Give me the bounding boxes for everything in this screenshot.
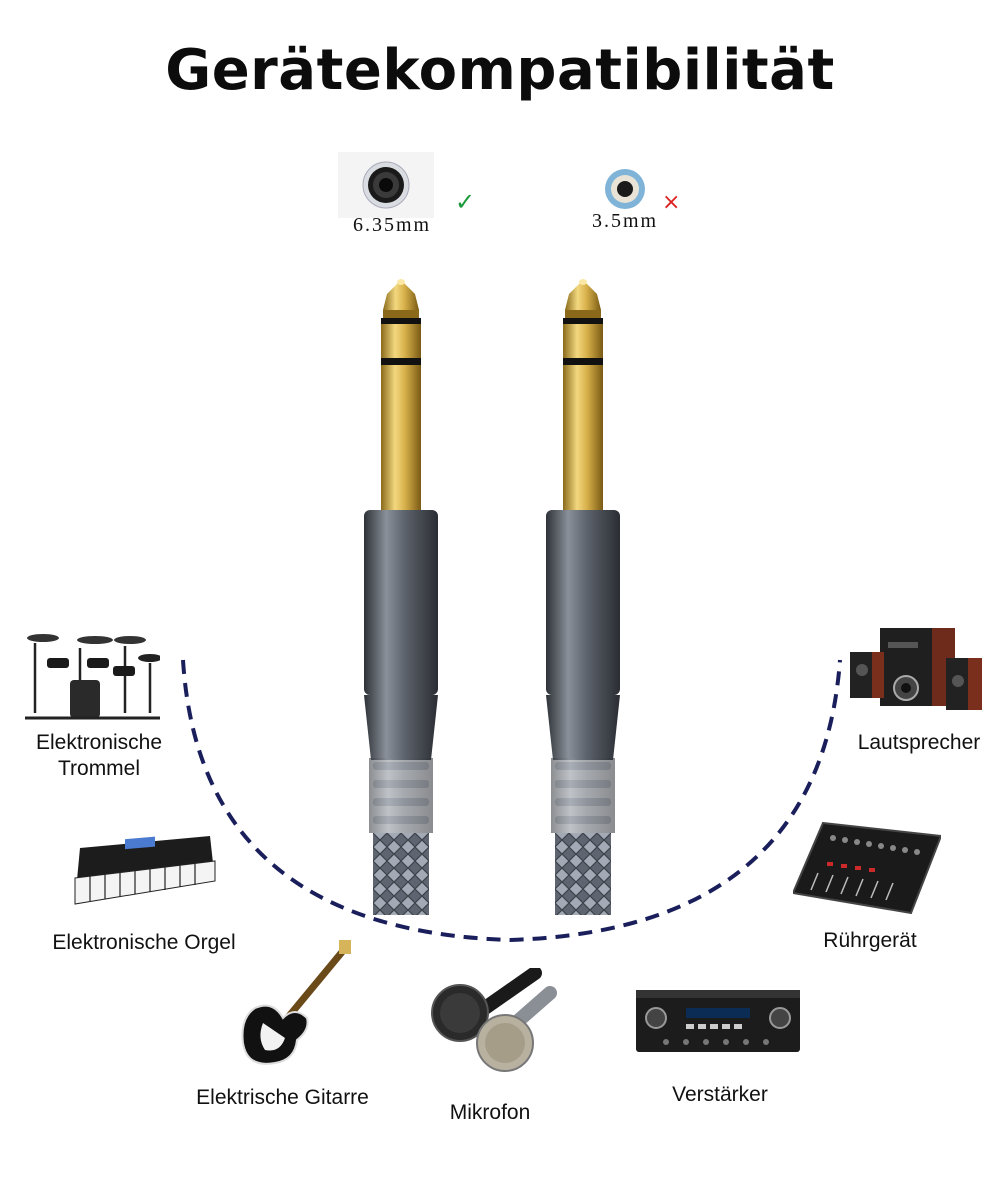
jack-35-label: 3.5mm bbox=[592, 210, 659, 232]
guitar-icon bbox=[241, 940, 351, 1065]
microphone-icon bbox=[431, 968, 557, 1072]
speaker-icon bbox=[850, 628, 982, 710]
device-label-drum-line2: Trommel bbox=[57, 757, 141, 780]
device-label-guitar: Elektrische Gitarre bbox=[196, 1086, 369, 1109]
device-label-mixer: Rührgerät bbox=[823, 929, 917, 952]
compatibility-arc bbox=[181, 659, 842, 943]
device-label-speaker: Lautsprecher bbox=[857, 731, 981, 754]
jack-635-label: 6.35mm bbox=[353, 214, 432, 236]
cable-plug-left bbox=[364, 279, 438, 915]
amplifier-icon bbox=[636, 990, 800, 1052]
device-label-microphone: Mikrofon bbox=[449, 1101, 531, 1124]
device-label-drum-line1: Elektronische bbox=[35, 731, 163, 754]
mixer-icon bbox=[793, 821, 941, 915]
drum-kit-icon bbox=[25, 634, 160, 720]
page-title: Gerätekompatibilität bbox=[165, 38, 835, 103]
keyboard-icon bbox=[74, 836, 216, 905]
jack-635-box bbox=[338, 152, 434, 218]
jack-635-icon bbox=[362, 161, 410, 209]
cross-icon: × bbox=[662, 190, 681, 215]
check-icon: ✓ bbox=[455, 188, 476, 216]
jack-35-icon bbox=[605, 169, 645, 209]
device-label-amplifier: Verstärker bbox=[672, 1083, 768, 1106]
device-label-drum: Elektronische Trommel bbox=[14, 730, 184, 782]
jack-35-box bbox=[602, 166, 648, 212]
cable-plug-right bbox=[546, 279, 620, 915]
device-label-organ: Elektronische Orgel bbox=[52, 931, 236, 954]
